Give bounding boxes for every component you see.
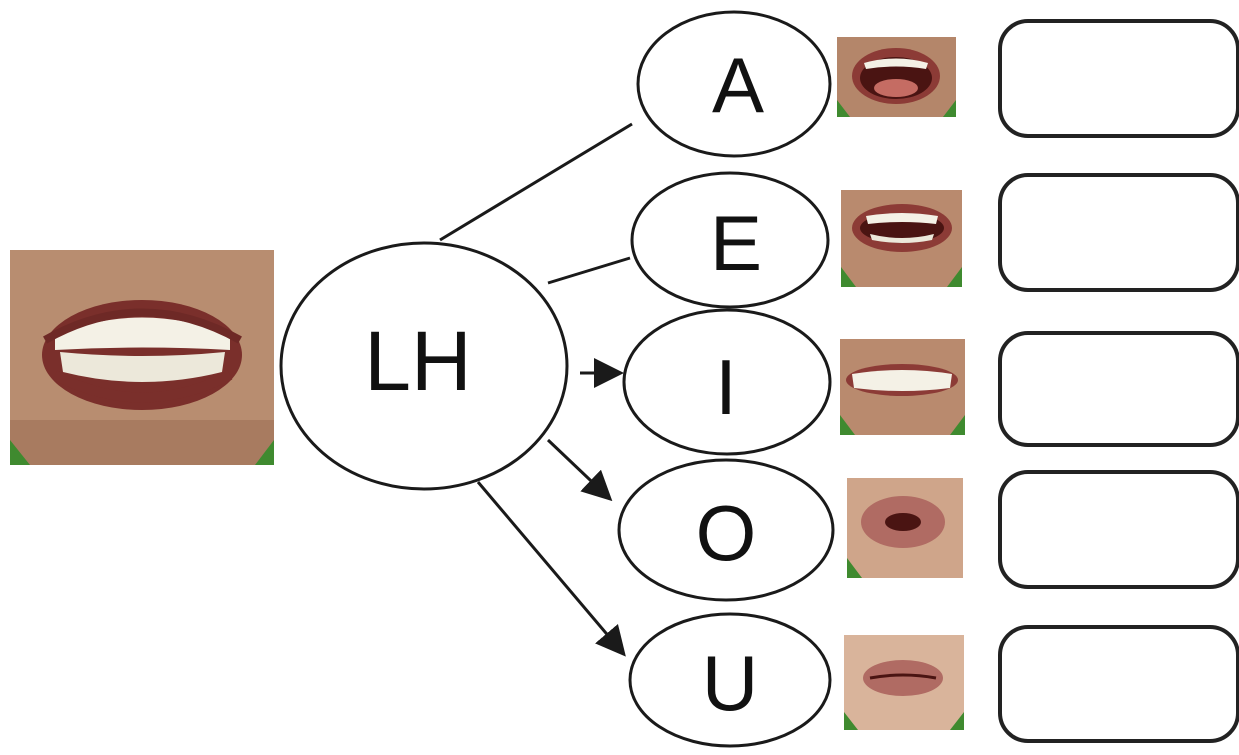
vowel-node-a: A bbox=[636, 10, 832, 158]
connector-o bbox=[546, 438, 613, 502]
connector-u bbox=[476, 481, 626, 657]
mouth-open-wide-icon bbox=[837, 37, 956, 117]
connector-a bbox=[439, 122, 633, 242]
answer-box-o[interactable] bbox=[998, 470, 1239, 589]
vowel-node-u: U bbox=[628, 612, 832, 748]
vowel-node-e: E bbox=[630, 171, 830, 309]
vowel-label-a: A bbox=[712, 41, 764, 129]
vowel-label-e: E bbox=[710, 199, 762, 287]
vowel-label-i: I bbox=[715, 343, 737, 431]
answer-box-u[interactable] bbox=[998, 625, 1239, 743]
answer-box-a[interactable] bbox=[998, 19, 1239, 138]
vowel-node-i: I bbox=[622, 308, 832, 456]
smile-photo bbox=[10, 250, 274, 465]
mouth-rounded-icon bbox=[847, 478, 963, 578]
connector-lines bbox=[439, 122, 633, 657]
hub-label: LH bbox=[364, 314, 471, 408]
answer-box-e[interactable] bbox=[998, 173, 1239, 292]
vowel-node-o: O bbox=[617, 458, 835, 602]
mouth-teeth-smile-icon bbox=[840, 339, 965, 435]
mouth-teeth-open-icon bbox=[841, 190, 962, 287]
vowel-label-u: U bbox=[702, 639, 758, 727]
vowel-label-o: O bbox=[696, 489, 757, 577]
connector-e bbox=[547, 256, 631, 285]
mouth-pursed-icon bbox=[844, 635, 964, 730]
hub-node: LH bbox=[279, 241, 569, 491]
answer-box-i[interactable] bbox=[998, 331, 1239, 447]
